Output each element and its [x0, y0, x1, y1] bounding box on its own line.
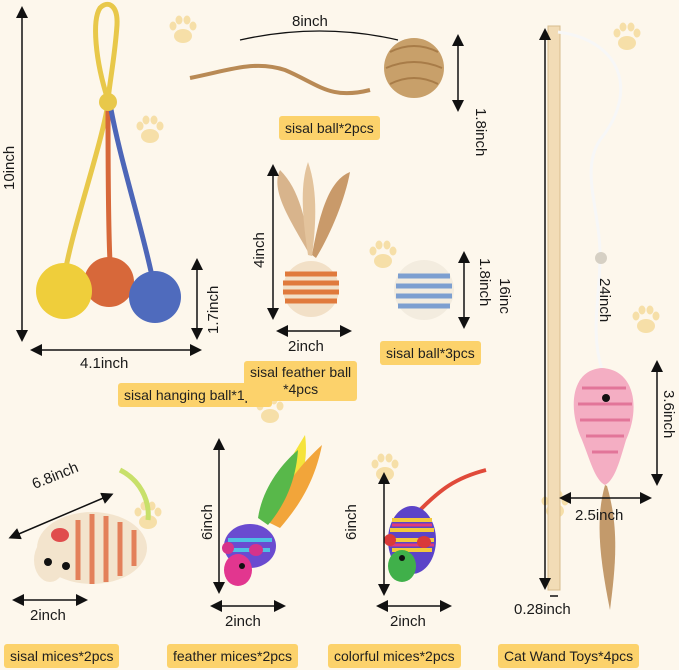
colorful-mice-label: colorful mices*2pcs	[328, 644, 461, 668]
hanging-ball-size: 1.7inch	[205, 285, 222, 334]
feather-ball-label-line1: sisal feather ball	[250, 364, 352, 380]
colorful-mice-height: 6inch	[343, 504, 360, 540]
sisal-mouse-toy	[34, 467, 151, 584]
wand-stick-width: 0.28inch	[514, 601, 571, 618]
sisal-ball-rope-toy	[189, 38, 444, 98]
cat-wand-toy	[547, 25, 634, 610]
striped-ball-label: sisal ball*3pcs	[380, 341, 481, 365]
feather-ball-toy	[277, 162, 350, 317]
striped-ball-size: 1.8inch	[476, 258, 493, 307]
feather-ball-label-line2: *4pcs	[283, 381, 319, 397]
feather-ball-width: 2inch	[288, 338, 324, 355]
sisal-mice-label: sisal mices*2pcs	[4, 644, 120, 668]
colorful-mouse-toy	[384, 468, 487, 582]
wand-length: 16inc	[496, 278, 513, 314]
feather-ball-height: 4inch	[251, 232, 268, 268]
feather-mice-label: feather mices*2pcs	[167, 644, 299, 668]
feather-ball-label: sisal feather ball *4pcs	[244, 361, 358, 401]
hanging-ball-width: 4.1inch	[80, 355, 129, 372]
sisal-mice-width: 2inch	[30, 607, 66, 624]
wand-fish-width: 2.5inch	[575, 507, 624, 524]
hanging-ball-toy	[36, 1, 181, 323]
sisal-ball-rope-size: 1.8inch	[472, 108, 489, 157]
wand-fish-height: 3.6inch	[660, 390, 677, 439]
colorful-mice-width: 2inch	[390, 613, 426, 630]
sisal-ball-rope-length: 8inch	[292, 13, 328, 30]
hanging-ball-height: 10inch	[1, 145, 18, 190]
wand-label: Cat Wand Toys*4pcs	[498, 644, 640, 668]
striped-sisal-ball-toy	[394, 260, 454, 320]
sisal-ball-rope-label: sisal ball*2pcs	[279, 116, 380, 140]
feather-mice-width: 2inch	[225, 613, 261, 630]
wand-string-length: 24inch	[596, 278, 613, 323]
feather-mouse-toy	[222, 435, 322, 586]
feather-mice-height: 6inch	[199, 504, 216, 540]
